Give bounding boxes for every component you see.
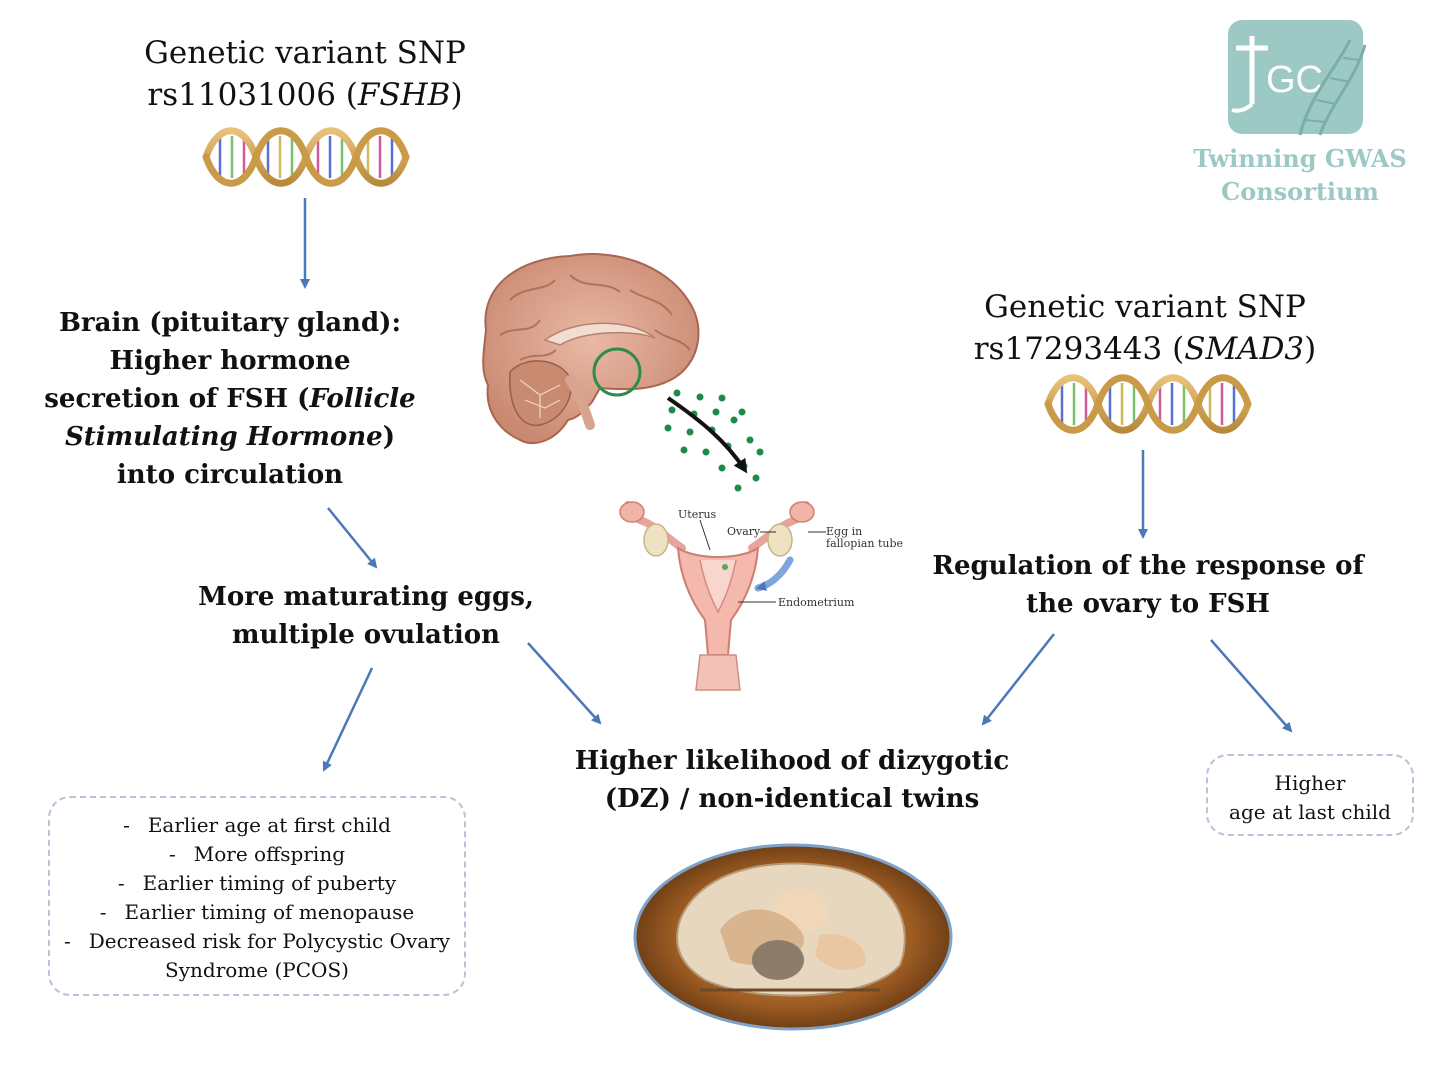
arrow-brain-to-eggs: [327, 507, 378, 569]
associated-traits-box: -Earlier age at first child -More offspr…: [48, 796, 466, 996]
dna-helix-icon: [202, 127, 410, 187]
uterus-illustration: Uterus Ovary Egg in fallopian tube Endom…: [619, 501, 903, 691]
list-item: -Earlier age at first child: [123, 813, 391, 837]
brain-effect-text: Brain (pituitary gland): Higher hormone …: [44, 308, 416, 490]
pituitary-highlight-circle: [592, 347, 642, 397]
logo-mark-text: GC: [1266, 59, 1323, 101]
arrow-regulation-to-age: [1210, 639, 1293, 733]
snp2-id-line: rs17293443 (SMAD3): [973, 331, 1317, 367]
list-item: -Earlier timing of puberty: [117, 871, 397, 895]
twins-sculpture-image: [633, 843, 953, 1031]
eggs-effect-text: More maturating eggs, multiple ovulation: [198, 582, 534, 650]
dna-helix-icon: [1044, 374, 1252, 434]
arrow-eggs-to-twins: [527, 642, 602, 725]
consortium-name-line2: Consortium: [1221, 177, 1379, 206]
arrow-regulation-to-twins: [981, 633, 1055, 726]
ovary-label: Ovary: [727, 525, 761, 538]
associated-traits-list: -Earlier age at first child -More offspr…: [50, 798, 464, 985]
list-item: -Decreased risk for Polycystic Ovary: [63, 929, 451, 953]
egg-label-line1: Egg in: [826, 525, 862, 538]
consortium-name-line1: Twinning GWAS: [1193, 144, 1407, 173]
consortium-name: Twinning GWAS Consortium: [1180, 142, 1420, 208]
list-item-continuation: Syndrome (PCOS): [165, 958, 349, 982]
arrow-eggs-to-effects: [322, 667, 374, 772]
snp2-title: Genetic variant SNP: [984, 289, 1306, 325]
hormone-flow-arrow: [666, 396, 748, 474]
regulation-effect-text: Regulation of the response of the ovary …: [932, 551, 1364, 619]
brain-illustration: [482, 253, 700, 445]
list-item: -Earlier timing of menopause: [99, 900, 415, 924]
snp1-label: Genetic variant SNP rs11031006 (FSHB): [120, 32, 490, 116]
snp2-gene: SMAD3: [1184, 331, 1305, 367]
snp2-label: Genetic variant SNP rs17293443 (SMAD3): [960, 286, 1330, 370]
snp1-id-line: rs11031006 (FSHB): [147, 77, 463, 113]
endometrium-label: Endometrium: [778, 596, 855, 609]
snp1-gene: FSHB: [357, 77, 451, 113]
age-at-last-child-box: Higher age at last child: [1206, 754, 1414, 836]
consortium-logo: GC: [1228, 20, 1367, 136]
snp1-title: Genetic variant SNP: [144, 35, 466, 71]
egg-label-line2: fallopian tube: [826, 537, 903, 550]
list-item: -More offspring: [169, 842, 345, 866]
twins-outcome-text: Higher likelihood of dizygotic (DZ) / no…: [574, 746, 1010, 814]
uterus-label: Uterus: [678, 508, 717, 521]
